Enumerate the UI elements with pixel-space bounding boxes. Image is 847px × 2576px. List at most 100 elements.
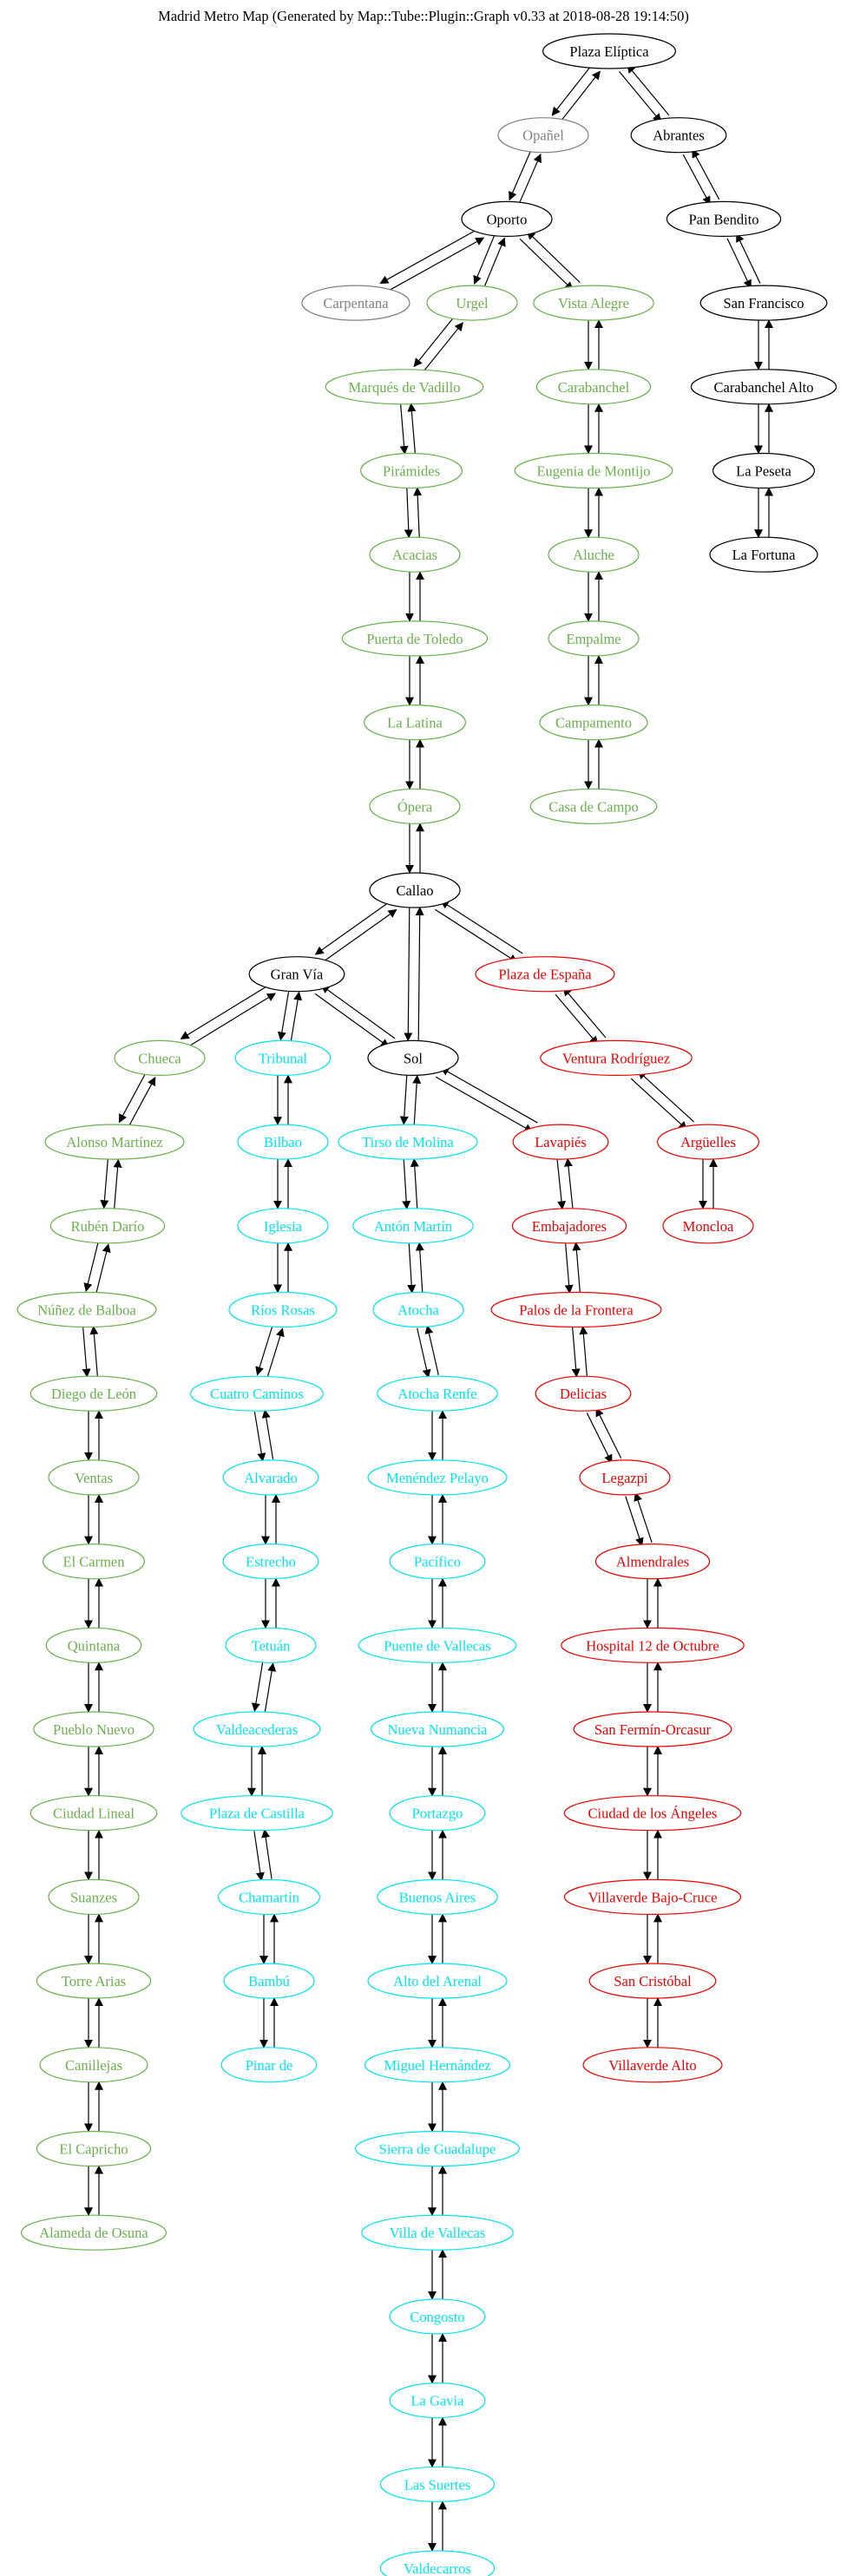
station-node-buenos-aires: Buenos Aires — [377, 1878, 498, 1915]
station-label: Vista Alegre — [558, 295, 629, 311]
connection-arrow — [410, 1157, 419, 1209]
connection-arrow — [435, 908, 518, 963]
station-node-san-francisco: San Francisco — [699, 285, 828, 321]
station-label: San Fermín-Orcasur — [594, 1721, 712, 1738]
connection-arrow — [726, 238, 752, 289]
station-ellipse — [36, 2130, 152, 2167]
connection-arrow — [118, 1072, 147, 1124]
station-node-carpentana: Carpentana — [301, 285, 410, 321]
connection-arrow — [415, 907, 424, 1041]
station-label: La Latina — [387, 715, 443, 731]
connection-arrow — [509, 149, 532, 201]
station-ellipse — [39, 2047, 148, 2083]
station-label: Bambú — [248, 1973, 290, 1989]
station-label: Casa de Campo — [548, 798, 639, 815]
station-node-la-gavia: La Gavia — [389, 2383, 486, 2419]
station-node-puerta-de-toledo: Puerta de Toledo — [341, 620, 489, 657]
connection-arrow — [630, 1078, 688, 1131]
station-ellipse — [369, 536, 461, 573]
station-node-las-suertes: Las Suertes — [379, 2466, 496, 2502]
station-label: Bilbao — [264, 1134, 302, 1150]
station-ellipse — [237, 1124, 329, 1160]
station-ellipse — [371, 1711, 505, 1747]
station-node-quintana: Quintana — [45, 1627, 142, 1663]
connection-arrow — [571, 1327, 581, 1378]
station-ellipse — [372, 1291, 464, 1328]
station-node-urgel: Urgel — [426, 285, 518, 321]
station-label: San Francisco — [723, 295, 804, 311]
station-label: Atocha Renfe — [397, 1386, 476, 1402]
station-ellipse — [497, 117, 589, 154]
station-node-delicias: Delicias — [535, 1375, 632, 1412]
connection-arrow — [320, 985, 396, 1039]
station-node-ciudad-lineal: Ciudad Lineal — [30, 1795, 158, 1832]
station-ellipse — [369, 788, 461, 824]
station-node-moncloa: Moncloa — [662, 1208, 754, 1244]
station-node-plaza-de-castilla: Plaza de Castilla — [181, 1795, 333, 1832]
station-ellipse — [379, 2550, 496, 2576]
station-label: Torre Arias — [62, 1973, 126, 1989]
station-ellipse — [48, 1878, 140, 1915]
station-node-piramides: Pirámides — [360, 452, 463, 489]
station-ellipse — [48, 1459, 140, 1496]
station-label: San Cristóbal — [614, 1973, 692, 1989]
station-ellipse — [511, 1208, 627, 1244]
connection-arrow — [95, 1243, 111, 1295]
station-ellipse — [193, 1711, 321, 1747]
station-ellipse — [364, 2047, 511, 2083]
station-label: Portazgo — [412, 1806, 463, 1822]
station-ellipse — [36, 1963, 152, 1999]
station-node-estrecho: Estrecho — [222, 1543, 319, 1580]
connection-arrow — [404, 907, 413, 1042]
station-label: Nueva Numancia — [388, 1721, 489, 1738]
connection-arrow — [261, 1828, 272, 1879]
station-ellipse — [690, 369, 837, 405]
connection-arrow — [736, 233, 761, 284]
station-ellipse — [656, 1124, 759, 1160]
connection-arrow — [253, 1831, 265, 1882]
station-node-tribunal: Tribunal — [234, 1039, 332, 1077]
station-ellipse — [45, 1627, 142, 1663]
station-ellipse — [514, 452, 673, 489]
station-label: Opañel — [522, 128, 564, 144]
station-ellipse — [301, 285, 410, 321]
station-ellipse — [228, 1291, 338, 1328]
station-label: Pacífico — [414, 1554, 461, 1570]
station-label: Tribunal — [259, 1050, 308, 1066]
connection-arrow — [440, 900, 523, 954]
station-label: Estrecho — [246, 1554, 296, 1570]
station-ellipse — [475, 956, 615, 993]
connection-arrow — [83, 1242, 99, 1293]
station-label: Canillejas — [65, 2057, 122, 2074]
connection-arrow — [113, 1158, 122, 1209]
connection-arrow — [483, 237, 506, 288]
station-ellipse — [573, 1711, 732, 1747]
map-title: Madrid Metro Map (Generated by Map::Tube… — [158, 8, 689, 24]
station-node-portazgo: Portazgo — [389, 1795, 486, 1832]
station-node-plaza-eliptica: Plaza Elíptica — [542, 33, 676, 69]
station-label: Pinar de — [246, 2057, 293, 2074]
station-label: Hospital 12 de Octubre — [586, 1637, 719, 1654]
connection-arrow — [417, 1327, 431, 1379]
station-ellipse — [358, 1627, 517, 1663]
connection-arrow — [692, 148, 720, 200]
station-node-legazpi: Legazpi — [579, 1459, 671, 1496]
station-label: Congosto — [410, 2309, 464, 2325]
station-label: Valdeacederas — [216, 1721, 298, 1738]
station-node-bilbao: Bilbao — [237, 1124, 329, 1160]
station-ellipse — [490, 1291, 662, 1328]
station-ellipse — [563, 1795, 742, 1832]
connection-arrow — [627, 63, 670, 116]
connection-arrow — [128, 1076, 156, 1128]
connection-arrow — [563, 1157, 574, 1209]
station-node-nunez-de-balboa: Núñez de Balboa — [16, 1291, 157, 1328]
station-node-congosto: Congosto — [389, 2298, 486, 2335]
station-ellipse — [389, 1543, 486, 1580]
station-label: Puerta de Toledo — [366, 631, 463, 647]
station-node-alvarado: Alvarado — [222, 1459, 319, 1496]
station-label: Villaverde Alto — [608, 2057, 696, 2074]
station-label: Ventas — [75, 1470, 113, 1486]
station-label: Almendrales — [616, 1554, 689, 1570]
station-ellipse — [377, 1375, 498, 1412]
connection-arrow — [404, 488, 413, 539]
